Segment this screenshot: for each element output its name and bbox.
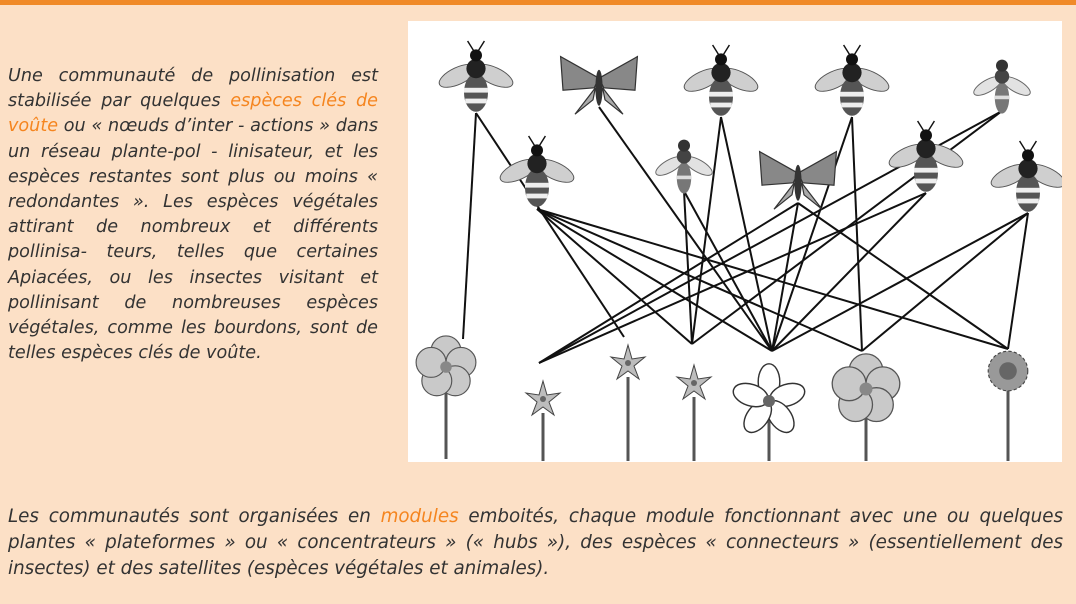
network-link-p9-f7 — [536, 208, 1009, 350]
network-link-p10-f7 — [1007, 212, 1029, 350]
pollinator-bee-icon — [496, 135, 578, 208]
plant-small-cluster-icon — [525, 380, 561, 416]
plant-five-petal-large-icon — [831, 353, 901, 423]
network-link-p4-f5 — [771, 116, 853, 352]
intro-paragraph: Une communauté de pollinisation est stab… — [8, 64, 378, 366]
plant-star-branch-icon — [610, 344, 646, 380]
network-link-p4-f6 — [851, 116, 863, 352]
pollinator-bee-icon — [680, 44, 762, 117]
network-link-p1-f1 — [462, 112, 477, 340]
network-link-p5-f4 — [683, 190, 693, 345]
summary-text-end: emboités, chaque module fonctionnant ave… — [8, 506, 1064, 579]
pollination-network-illustration — [408, 21, 1062, 462]
summary-paragraph: Les communautés sont organisées en modul… — [8, 504, 1063, 581]
network-link-p5-f5 — [683, 190, 773, 352]
pollinator-bee-icon — [987, 140, 1062, 213]
network-link-p8-f7 — [797, 202, 1009, 350]
plant-five-petal-icon — [415, 335, 477, 397]
plant-daisy-icon — [987, 350, 1029, 392]
network-link-p10-f5 — [771, 212, 1029, 352]
pollinator-bee-icon — [811, 44, 893, 117]
network-link-p10-f6 — [861, 212, 1029, 352]
top-rule — [0, 0, 1076, 5]
intro-highlight: espèces clés de voûte — [8, 91, 378, 137]
summary-text-start: Les communautés sont organisées en — [8, 506, 381, 527]
network-link-p8-f5 — [771, 202, 799, 352]
network-svg — [415, 40, 1062, 461]
network-links — [462, 106, 1029, 364]
intro-text-end: ou « nœuds d’inter - actions » dans un r… — [8, 116, 378, 364]
network-link-p6-f5 — [771, 192, 927, 352]
pollinator-fly-icon — [652, 139, 716, 195]
pollinator-fly-icon — [970, 58, 1034, 115]
pollinator-bee-icon — [435, 40, 517, 113]
pollinator-butterfly-icon — [559, 55, 639, 115]
pollinator-bee-icon — [885, 120, 967, 193]
network-link-p8-f2 — [538, 202, 799, 364]
network-link-p7-f4 — [691, 110, 1003, 345]
network-link-p6-f2 — [538, 192, 927, 364]
network-link-p9-f5 — [536, 208, 773, 352]
network-link-p9-f4 — [536, 208, 693, 345]
summary-highlight: modules — [380, 506, 459, 527]
network-link-p1-f3 — [475, 112, 625, 338]
plant-star-icon — [676, 364, 712, 400]
pollinator-butterfly-icon — [758, 151, 838, 210]
intro-text-start: Une communauté de pollinisation est stab… — [8, 66, 378, 112]
plant-stems — [444, 377, 1010, 461]
network-link-p9-f6 — [536, 208, 863, 352]
